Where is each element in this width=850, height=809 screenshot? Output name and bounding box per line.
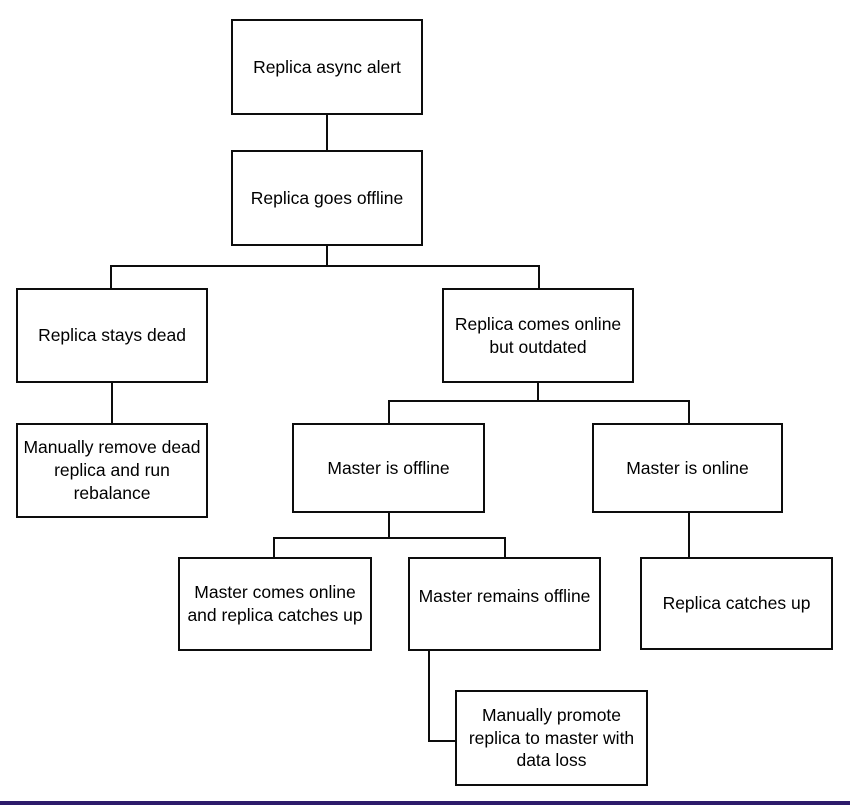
edge-alert-to-offline <box>326 115 328 150</box>
node-replica-stays-dead[interactable]: Replica stays dead <box>16 288 208 383</box>
node-master-comes-online-replica-catches-up[interactable]: Master comes online and replica catches … <box>178 557 372 651</box>
edge-remains-offline-elbow-vertical <box>428 651 430 742</box>
edge-offline-stem <box>326 246 328 267</box>
node-master-remains-offline[interactable]: Master remains offline <box>408 557 601 651</box>
edge-master-online-to-catches-up <box>688 513 690 559</box>
edge-comes-online-bus <box>388 400 690 402</box>
node-replica-async-alert[interactable]: Replica async alert <box>231 19 423 115</box>
node-label: Master is offline <box>327 457 450 478</box>
node-replica-catches-up[interactable]: Replica catches up <box>640 557 833 650</box>
node-master-is-online[interactable]: Master is online <box>592 423 783 513</box>
edge-master-offline-to-remains-offline <box>504 537 506 559</box>
node-label: Replica catches up <box>662 593 811 614</box>
edge-offline-to-stays-dead <box>110 265 112 290</box>
node-manually-promote-replica[interactable]: Manually promote replica to master with … <box>455 690 648 786</box>
node-manually-remove-dead-replica[interactable]: Manually remove dead replica and run reb… <box>16 423 208 518</box>
edge-offline-bus <box>110 265 540 267</box>
node-label: Master comes online and replica catches … <box>187 582 363 625</box>
edge-master-offline-stem <box>388 513 390 539</box>
node-replica-goes-offline[interactable]: Replica goes offline <box>231 150 423 246</box>
node-label: Replica stays dead <box>38 325 186 346</box>
edge-comes-online-to-master-offline <box>388 400 390 425</box>
edge-comes-online-stem <box>537 383 539 402</box>
node-label: Replica goes offline <box>250 187 404 208</box>
edge-master-offline-bus <box>273 537 506 539</box>
node-label: Master remains offline <box>418 586 591 606</box>
edge-stays-dead-to-remove <box>111 383 113 425</box>
edge-master-offline-to-comes-online <box>273 537 275 559</box>
node-label: Manually remove dead replica and run reb… <box>23 437 201 503</box>
node-label: Manually promote replica to master with … <box>468 704 635 771</box>
edge-remains-offline-elbow-horizontal <box>428 740 457 742</box>
bottom-accent-bar <box>0 801 850 805</box>
edge-comes-online-to-master-online <box>688 400 690 425</box>
node-label: Master is online <box>626 457 749 478</box>
node-label: Replica async alert <box>253 56 401 77</box>
edge-offline-to-comes-online <box>538 265 540 290</box>
node-master-is-offline[interactable]: Master is offline <box>292 423 485 513</box>
node-replica-comes-online-but-outdated[interactable]: Replica comes online but outdated <box>442 288 634 383</box>
node-label: Replica comes online but outdated <box>454 313 622 357</box>
